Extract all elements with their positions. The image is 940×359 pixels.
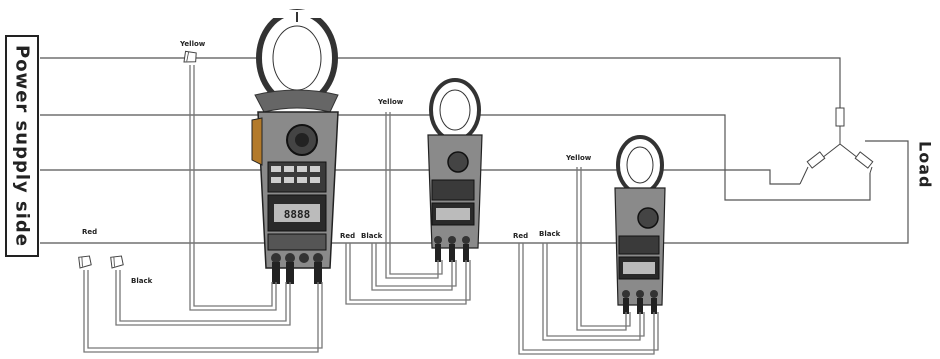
- load-resistor-top: [835, 107, 845, 127]
- clamp2-yellow-label: Yellow: [377, 98, 404, 106]
- phase-line-3: [40, 169, 800, 185]
- phase-line-2: [40, 114, 871, 201]
- clamp3-yellow-label: Yellow: [565, 154, 592, 162]
- clamp2-yellow-lead: [385, 112, 439, 279]
- clamp1-yellow-label: Yellow: [179, 40, 206, 48]
- clips: [75, 47, 201, 272]
- clamp1-yellow-lead: [189, 65, 277, 311]
- load-star: [799, 107, 874, 185]
- load-resistor-right: [854, 151, 874, 169]
- clamp1-black-lead: [115, 270, 291, 326]
- clamp1-red-lead: [83, 270, 319, 353]
- power-supply-label: Power supply side: [11, 45, 33, 247]
- clamp1-red-clip: [75, 252, 94, 272]
- clamp3-black-lead: [542, 243, 641, 341]
- clamp-meter-3: [614, 135, 666, 314]
- svg-text:8888: 8888: [284, 208, 311, 221]
- load-label: Load: [915, 141, 935, 189]
- clamp3-red-lead: [518, 243, 655, 355]
- clamp3-black-label: Black: [539, 230, 561, 238]
- clamp3-red-label: Red: [513, 232, 528, 240]
- lead-labels: Yellow Red Black Yellow Red Black Yellow…: [82, 40, 592, 285]
- clamp2-black-label: Black: [361, 232, 383, 240]
- clamp3-yellow-lead: [576, 167, 627, 331]
- clamp2-red-label: Red: [340, 232, 355, 240]
- clamp-meter-2: [427, 78, 483, 262]
- clamp-meter-1: 8888: [251, 9, 339, 284]
- clamp3-dial: [637, 207, 659, 229]
- clamp1-red-label: Red: [82, 228, 97, 236]
- load-resistor-left: [806, 151, 826, 169]
- clamp2-black-lead: [371, 243, 453, 291]
- clamp1-black-label: Black: [131, 277, 153, 285]
- test-leads: [83, 65, 659, 355]
- clamp2-red-lead: [345, 243, 467, 305]
- clamp2-dial: [447, 151, 469, 173]
- clamp1-black-clip: [107, 252, 126, 272]
- power-supply-box: [5, 35, 39, 257]
